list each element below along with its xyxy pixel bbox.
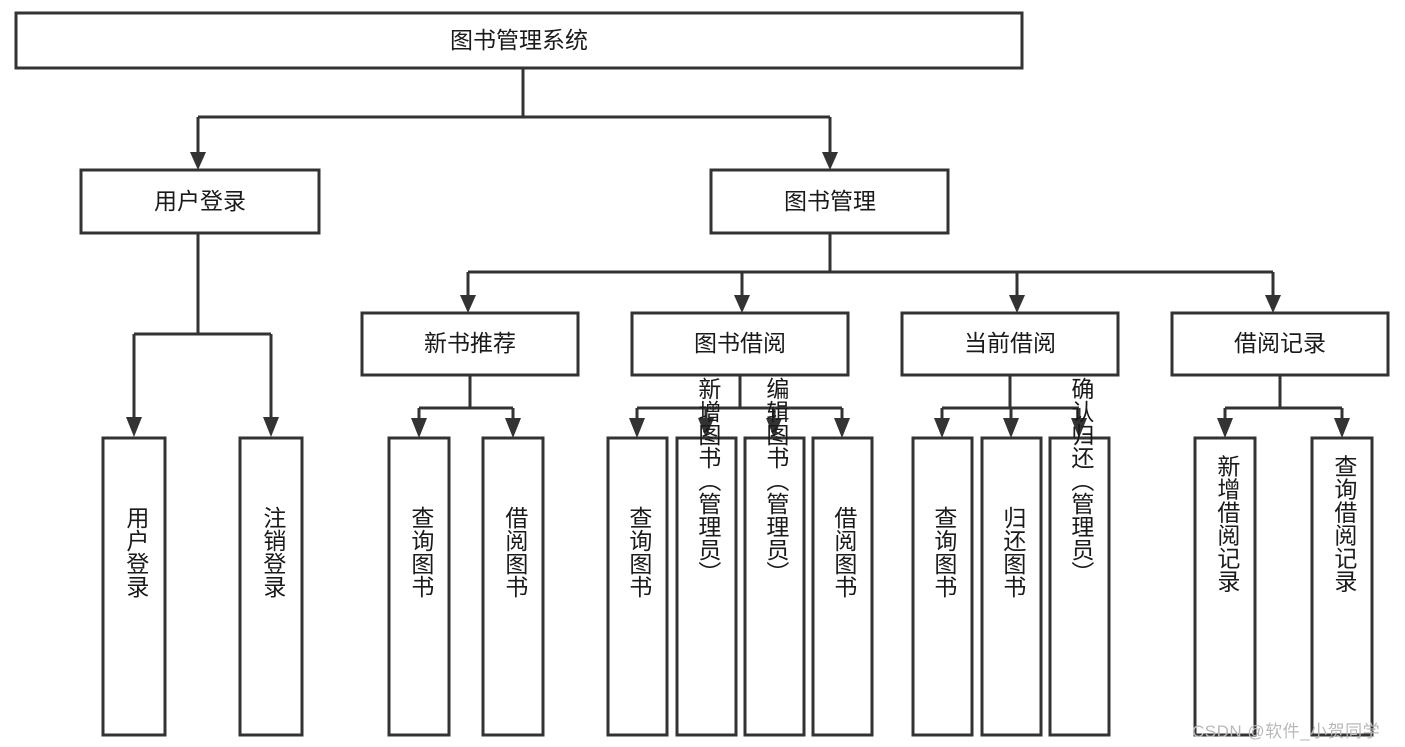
node-root[interactable]: 图书管理系统 (14, 11, 1024, 70)
node-leaf-user-login-label: 用户登录 (123, 506, 150, 598)
node-book-borrow-label: 图书借阅 (694, 330, 786, 356)
node-book-borrow[interactable]: 图书借阅 (630, 311, 850, 377)
node-user-login[interactable]: 用户登录 (79, 168, 321, 235)
node-leaf-query-borrow-record-label: 查询借阅记录 (1331, 454, 1358, 592)
node-leaf-return-book-label: 归还图书 (1000, 506, 1027, 598)
node-leaf-confirm-return-admin[interactable]: 确认归还（管理员） (1048, 377, 1111, 737)
node-root-label: 图书管理系统 (450, 27, 588, 53)
node-leaf-add-borrow-record[interactable]: 新增借阅记录 (1193, 436, 1257, 737)
arrow-leaf-add-book-admin (698, 418, 714, 438)
node-leaf-borrow-book-2-label: 借阅图书 (831, 506, 858, 598)
node-leaf-query-book-1[interactable]: 查询图书 (387, 436, 451, 737)
arrow-leaf-confirm-return-admin (1071, 418, 1087, 438)
node-leaf-add-book-admin[interactable]: 新增图书（管理员） (675, 377, 738, 737)
node-book-manage[interactable]: 图书管理 (709, 168, 950, 235)
node-borrow-record-label: 借阅记录 (1234, 330, 1326, 356)
node-leaf-query-book-3[interactable]: 查询图书 (911, 436, 974, 737)
node-leaf-query-book-1-label: 查询图书 (408, 506, 435, 598)
node-current-borrow-label: 当前借阅 (964, 330, 1056, 356)
arrow-to-book-manage (822, 152, 838, 170)
node-user-login-label: 用户登录 (154, 188, 246, 214)
node-leaf-add-book-admin-label: 新增图书（管理员） (695, 377, 722, 584)
node-new-book-recommend[interactable]: 新书推荐 (360, 311, 580, 377)
node-borrow-record[interactable]: 借阅记录 (1170, 311, 1390, 377)
arrow-leaf-query-book-1 (411, 418, 427, 438)
arrow-to-new-book-recommend (460, 295, 476, 313)
arrow-leaf-add-borrow-record (1217, 418, 1233, 438)
arrow-to-user-login (190, 152, 206, 170)
node-leaf-borrow-book-2[interactable]: 借阅图书 (811, 436, 874, 737)
node-leaf-query-borrow-record[interactable]: 查询借阅记录 (1310, 436, 1374, 737)
csdn-watermark: CSDN @软件_小贺同学 (1192, 722, 1381, 741)
arrow-to-book-borrow (734, 295, 750, 313)
edges-layer (126, 68, 1350, 438)
node-leaf-edit-book-admin[interactable]: 编辑图书（管理员） (743, 377, 806, 737)
node-leaf-query-book-3-label: 查询图书 (931, 506, 958, 598)
node-leaf-borrow-book-1[interactable]: 借阅图书 (481, 436, 545, 737)
arrow-leaf-borrow-book-1 (505, 418, 521, 438)
arrow-to-borrow-record (1265, 295, 1281, 313)
arrow-leaf-user-login (126, 417, 142, 437)
node-book-manage-label: 图书管理 (784, 188, 876, 214)
node-new-book-recommend-label: 新书推荐 (424, 330, 516, 356)
node-leaf-logout-login-label: 注销登录 (260, 506, 287, 598)
node-leaf-query-book-2[interactable]: 查询图书 (606, 436, 669, 737)
arrow-leaf-logout-login (263, 417, 279, 437)
arrow-leaf-borrow-book-2 (834, 418, 850, 438)
node-current-borrow[interactable]: 当前借阅 (900, 311, 1120, 377)
node-leaf-query-book-2-label: 查询图书 (626, 506, 653, 598)
arrow-leaf-edit-book-admin (766, 418, 782, 438)
node-leaf-borrow-book-1-label: 借阅图书 (502, 506, 529, 598)
arrow-to-current-borrow (1009, 295, 1025, 313)
arrow-leaf-query-book-2 (629, 418, 645, 438)
node-leaf-confirm-return-admin-label: 确认归还（管理员） (1068, 377, 1095, 584)
arrow-leaf-query-borrow-record (1334, 418, 1350, 438)
node-leaf-return-book[interactable]: 归还图书 (980, 436, 1043, 737)
arrow-leaf-return-book (1003, 418, 1019, 438)
node-leaf-edit-book-admin-label: 编辑图书（管理员） (763, 377, 790, 584)
node-leaf-add-borrow-record-label: 新增借阅记录 (1214, 454, 1241, 592)
nodes-layer: 图书管理系统 用户登录 图书管理 新书推荐 图书借阅 (14, 11, 1390, 737)
node-leaf-logout-login[interactable]: 注销登录 (238, 436, 304, 737)
node-leaf-user-login[interactable]: 用户登录 (101, 436, 167, 737)
arrow-leaf-query-book-3 (934, 418, 950, 438)
